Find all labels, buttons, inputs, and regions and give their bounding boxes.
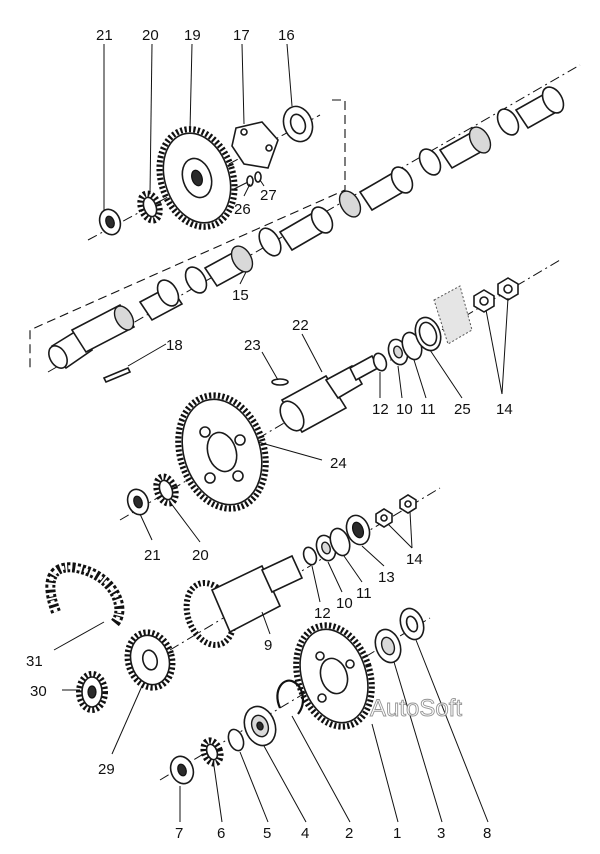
- washer-21-mid: [126, 488, 150, 516]
- pinion-shaft-9: [183, 554, 304, 648]
- circlip-2: [276, 679, 304, 715]
- callout-27: 27: [260, 187, 277, 204]
- washer-8: [399, 607, 425, 641]
- callout-10-mid: 10: [396, 401, 413, 418]
- callout-12-low: 12: [314, 605, 331, 622]
- callout-10-low: 10: [336, 595, 353, 612]
- callout-16: 16: [278, 27, 295, 44]
- callout-3: 3: [437, 825, 445, 842]
- intermediate-shaft-22: [279, 354, 380, 434]
- chain-31: [45, 562, 125, 628]
- bearing-11-low: [329, 527, 351, 557]
- washer-7: [169, 755, 195, 785]
- callout-17: 17: [233, 27, 250, 44]
- dotted-cover: [433, 285, 473, 345]
- sprocket-30: [76, 671, 108, 713]
- lower-shaft-group: [45, 487, 441, 713]
- nut-14-low-a: [375, 508, 393, 528]
- callout-19: 19: [184, 27, 201, 44]
- callout-2: 2: [345, 825, 353, 842]
- flange-plate-17: [231, 121, 279, 169]
- seal-16: [282, 105, 314, 143]
- callout-15: 15: [232, 287, 249, 304]
- nut-14-low-b: [399, 494, 417, 514]
- cam-gear-19: [156, 126, 238, 230]
- bolt-26: [231, 175, 254, 191]
- washer-21-top: [98, 208, 122, 236]
- callout-26: 26: [234, 201, 251, 218]
- leader-lines: [53, 43, 509, 823]
- nut-14-top-a: [473, 289, 495, 313]
- camshaft-group: [29, 64, 581, 384]
- bearing-3: [374, 628, 402, 664]
- washer-27: [254, 171, 262, 183]
- callout-20-top: 20: [142, 27, 159, 44]
- callout-14-top: 14: [496, 401, 513, 418]
- callout-4: 4: [301, 825, 309, 842]
- callout-25: 25: [454, 401, 471, 418]
- bearing-4: [243, 705, 277, 747]
- callout-21-mid: 21: [144, 547, 161, 564]
- callout-31: 31: [26, 653, 43, 670]
- callout-6: 6: [217, 825, 225, 842]
- crank-gear-group: [159, 607, 431, 785]
- ring-12-mid: [372, 352, 388, 372]
- callout-12-mid: 12: [372, 401, 389, 418]
- callout-7: 7: [175, 825, 183, 842]
- callout-11-low: 11: [356, 585, 372, 602]
- bearing-13: [345, 514, 371, 546]
- ring-5: [227, 728, 245, 752]
- callout-8: 8: [483, 825, 491, 842]
- callout-22: 22: [292, 317, 309, 334]
- sprocket-29: [124, 629, 176, 691]
- callout-13: 13: [378, 569, 395, 586]
- callout-23: 23: [244, 337, 261, 354]
- gear-24: [175, 392, 269, 512]
- key-23: [271, 378, 289, 386]
- callout-labels: 21 20 19 17 16 26 27 15 18 22 23 12 10 1…: [26, 27, 513, 842]
- crank-gear-1: [293, 622, 375, 730]
- callout-9: 9: [264, 637, 272, 654]
- callout-21-top: 21: [96, 27, 113, 44]
- sprocket-20-mid: [153, 473, 179, 507]
- bearing-10-low: [315, 534, 337, 562]
- callout-1: 1: [393, 825, 401, 842]
- key-pin-18: [102, 366, 132, 384]
- intermediate-shaft-group: [119, 259, 561, 521]
- ring-12-low: [302, 546, 318, 566]
- watermark-text: AutoSoft: [370, 695, 462, 722]
- callout-20-mid: 20: [192, 547, 209, 564]
- callout-11-mid: 11: [420, 401, 436, 418]
- camshaft: [48, 86, 565, 370]
- callout-5: 5: [263, 825, 271, 842]
- callout-29: 29: [98, 761, 115, 778]
- callout-14-low: 14: [406, 551, 423, 568]
- sprocket-20-top: [137, 190, 163, 224]
- callout-18: 18: [166, 337, 183, 354]
- callout-24: 24: [330, 455, 347, 472]
- sprocket-6: [200, 737, 224, 767]
- seal-25: [414, 316, 442, 352]
- nut-14-top-b: [497, 277, 519, 301]
- callout-30: 30: [30, 683, 47, 700]
